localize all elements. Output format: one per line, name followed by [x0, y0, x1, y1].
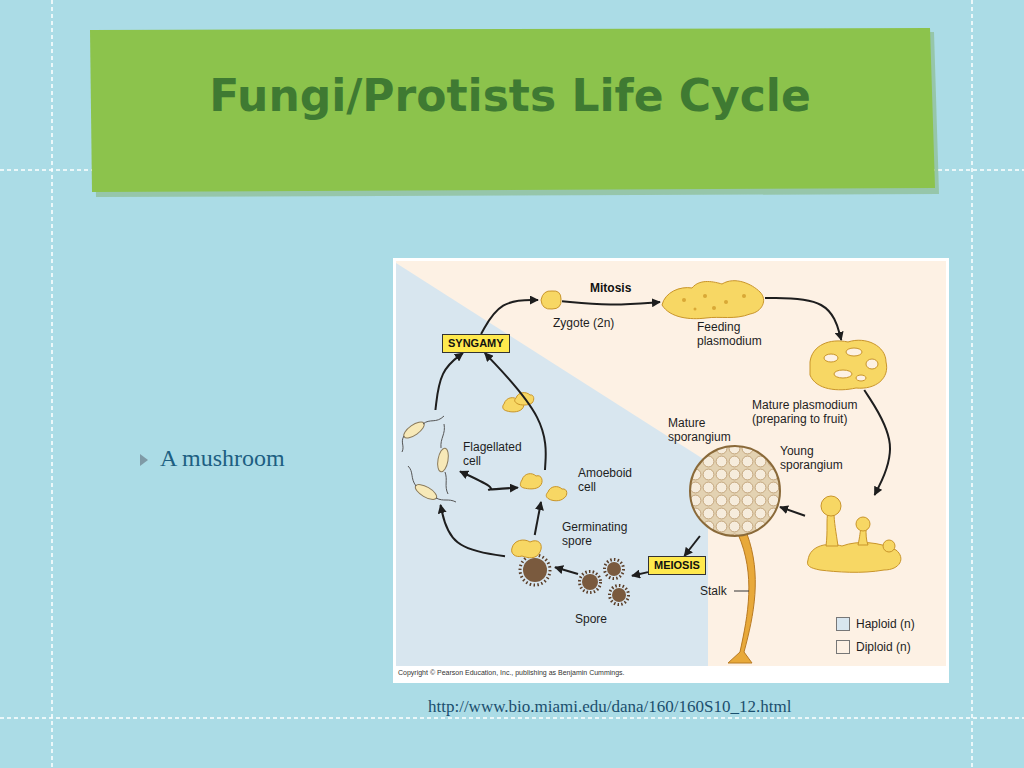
mature-sporangium-stage: Mature sporangium [690, 446, 780, 536]
process-label: Mitosis [590, 281, 631, 295]
spore-stage: Spore [578, 558, 632, 606]
cycle-arrow [435, 353, 463, 410]
cycle-arrow [460, 471, 518, 489]
sporangium-wall [690, 446, 780, 536]
process-label: MEIOSIS [654, 559, 700, 572]
legend-swatch [836, 640, 850, 654]
legend-text: Haploid (n) [856, 617, 915, 631]
stage-label: Mature sporangium [668, 416, 748, 444]
stage-label: Zygote (2n) [553, 316, 643, 330]
bullet-text: A mushroom [160, 445, 285, 472]
cycle-arrow [562, 301, 660, 304]
cycle-arrow [535, 502, 541, 535]
legend-row: Diploid (n) [836, 635, 915, 658]
stage-label: Germinating spore [562, 520, 642, 548]
diploid-region [396, 261, 946, 666]
germinating-spore [512, 540, 550, 585]
spores [580, 560, 629, 605]
flagellated-cells [401, 416, 456, 502]
plasmodium-blob [662, 281, 764, 319]
cycle-arrow [864, 390, 890, 495]
stage-label: Young sporangium [780, 444, 855, 472]
stage-label: Spore [575, 612, 635, 626]
stage-label: Mature plasmodium (preparing to fruit) [752, 398, 860, 426]
copyright-note: Copyright © Pearson Education, Inc., pub… [398, 669, 625, 676]
germinating-spore-stage: Germinating spore [505, 535, 555, 585]
cycle-arrow [684, 536, 700, 556]
bullet-mark [140, 454, 148, 466]
cycle-arrow [440, 505, 505, 556]
slide-title: Fungi/Protists Life Cycle [90, 70, 930, 121]
young-sporangium-stage: Young sporangium [805, 495, 905, 572]
leader-line [734, 591, 749, 592]
zygote-cell [541, 291, 561, 309]
process-box: MEIOSIS [648, 556, 706, 575]
feeding-plasmodium-stage: Feeding plasmodium [660, 278, 765, 318]
stage-label: Amoeboid cell [578, 466, 648, 494]
haploid-region [396, 263, 708, 666]
title-banner [90, 28, 935, 192]
sporangium-spores [690, 446, 780, 536]
young-sporangium [808, 496, 901, 572]
legend: Haploid (n) Diploid (n) [836, 612, 915, 658]
sporangium-stalk [728, 534, 755, 663]
cycle-arrow [765, 298, 841, 340]
cycle-arrow [481, 300, 538, 334]
part-label: Stalk [700, 584, 727, 598]
plasmodium-network [810, 340, 887, 390]
legend-row: Haploid (n) [836, 612, 915, 635]
cycle-arrow [555, 567, 578, 574]
cycle-arrow [780, 507, 805, 516]
legend-text: Diploid (n) [856, 640, 911, 654]
zygote-stage: Zygote (2n) [538, 290, 562, 310]
cycle-arrow [632, 572, 648, 576]
stage-label: Flagellated cell [463, 440, 533, 468]
mature-plasmodium-stage: Mature plasmodium (preparing to fruit) [808, 340, 888, 390]
process-label: SYNGAMY [448, 337, 504, 350]
diagram-frame [393, 258, 949, 683]
process-box: SYNGAMY [442, 334, 510, 353]
flagellated-cell-stage: Flagellated cell [400, 410, 460, 505]
source-url: http://www.bio.miami.edu/dana/160/160S10… [428, 697, 791, 717]
stage-label: Feeding plasmodium [697, 320, 777, 348]
plasmodium-nuclei [682, 294, 746, 311]
amoeboid-cell-stage: Amoeboid cell [518, 470, 570, 502]
legend-swatch [836, 617, 850, 631]
